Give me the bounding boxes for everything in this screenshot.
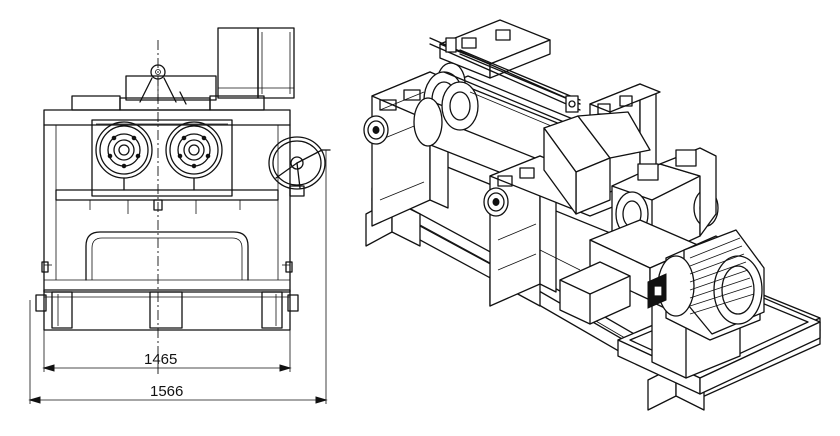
main-housing: [41, 109, 293, 293]
iso-electric-motor: [647, 229, 765, 341]
left-roll-end: [95, 121, 153, 191]
iso-rear-stand: [439, 19, 581, 105]
iso-left-end-disk: [363, 115, 389, 145]
iso-lower-frame: [539, 249, 631, 325]
dimension-inner-width: 1465: [144, 351, 177, 368]
top-frame: [71, 64, 265, 111]
gear-plates: [91, 119, 233, 197]
isometric-view: [363, 19, 821, 411]
iso-top-shaft: [429, 37, 581, 113]
front-elevation-view: 1465 1566: [28, 27, 331, 404]
iso-cover-hood: [543, 111, 651, 215]
right-roll-end: [165, 121, 223, 191]
dimension-lines: [28, 150, 328, 404]
base-frame: [35, 289, 299, 331]
dimension-outer-width: 1566: [150, 383, 183, 400]
top-motor-block: [217, 27, 295, 99]
iso-middle-end-disk: [483, 187, 509, 217]
